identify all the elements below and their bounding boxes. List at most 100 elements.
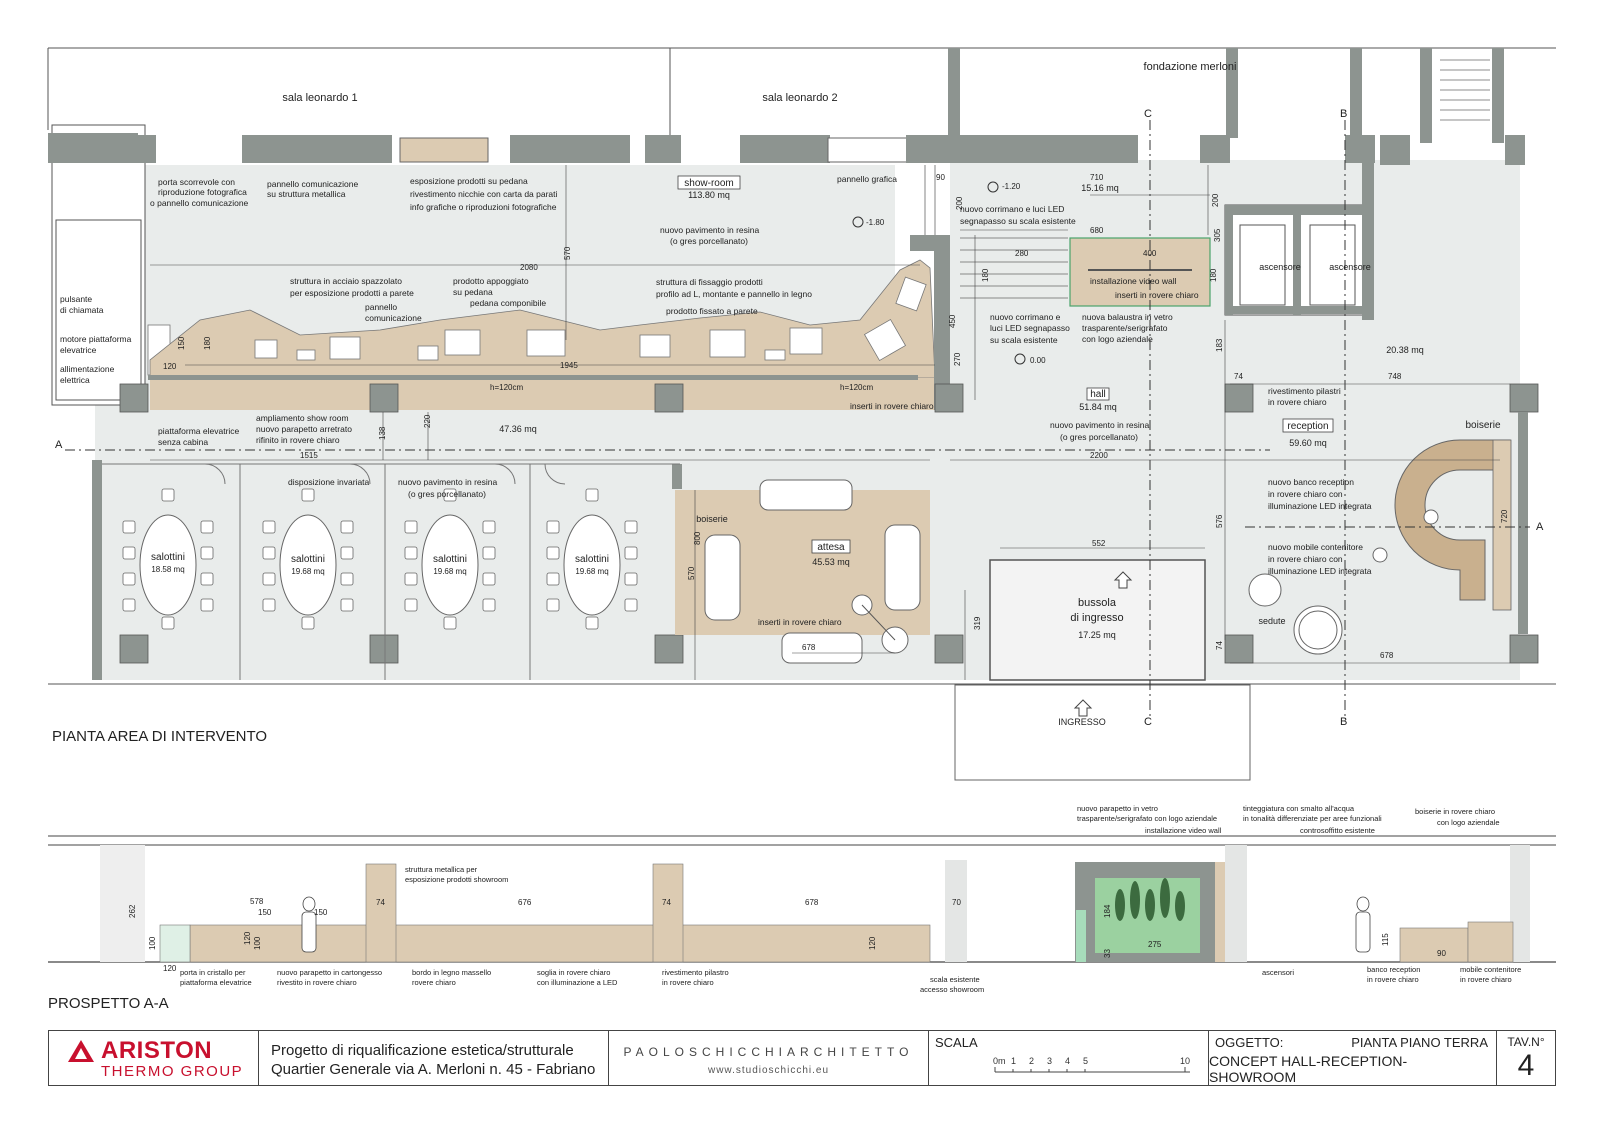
section-dim: 70 [952, 898, 961, 907]
company-logo: ARISTON THERMO GROUP [49, 1031, 259, 1085]
section-dim: 578 [250, 897, 264, 906]
section-note: accesso showroom [920, 985, 984, 994]
bussola-ingresso [989, 559, 1206, 681]
chair [585, 616, 599, 630]
drawing-subject: OGGETTO: PIANTA PIANO TERRA CONCEPT HALL… [1209, 1031, 1497, 1085]
section-dim: 90 [1437, 949, 1446, 958]
room-attesa-area: 45.53 mq [812, 557, 850, 567]
chair [200, 520, 214, 534]
note: luci LED segnapasso [990, 323, 1070, 333]
chair [122, 572, 136, 586]
dim: 200 [1211, 193, 1220, 207]
dim: 280 [1015, 249, 1029, 258]
section-note: soglia in rovere chiaro [537, 968, 610, 977]
room-reception: reception [1287, 421, 1328, 432]
chair [340, 520, 354, 534]
scale-tick: 0m [993, 1056, 1006, 1066]
dim: 74 [1215, 641, 1224, 650]
section-note: rivestimento pilastro [662, 968, 729, 977]
note: motore piattaforma [60, 334, 132, 344]
section-note: nuovo parapetto in vetro [1077, 804, 1158, 813]
section-mark-b-bottom: B [1340, 716, 1347, 728]
elevator-label-2: ascensore [1329, 262, 1371, 272]
room-bussola-area: 17.25 mq [1078, 630, 1116, 640]
note: in rovere chiaro [1268, 397, 1327, 407]
logo-subtext: THERMO GROUP [101, 1062, 244, 1080]
dim: 2080 [520, 263, 538, 272]
sheet-number-box: TAV.N° 4 [1497, 1031, 1555, 1085]
section-note: trasparente/serigrafato con logo azienda… [1077, 814, 1217, 823]
section-note: nuovo parapetto in cartongesso [277, 968, 382, 977]
salottino-2-label: salottini [291, 554, 325, 565]
meeting-table [139, 514, 197, 616]
note: illuminazione LED integrata [1268, 501, 1372, 511]
chair [262, 520, 276, 534]
salottino-2-area: 19.68 mq [291, 567, 324, 576]
section-note: in tonalità differenziate per aree funzi… [1243, 814, 1382, 823]
ariston-logo-icon [68, 1039, 94, 1062]
corridor-area: 47.36 mq [499, 424, 537, 434]
note: (o gres porcellanato) [408, 489, 486, 499]
scale-tick: 5 [1083, 1056, 1088, 1066]
pillar [934, 634, 964, 664]
section-mark-a-left: A [55, 439, 63, 451]
dim: 710 [1090, 173, 1104, 182]
note: nuova balaustra in vetro [1082, 312, 1173, 322]
room-fondazione-merloni: fondazione merloni [1144, 61, 1237, 73]
sedute-label: sedute [1258, 616, 1285, 626]
pillar [654, 634, 684, 664]
dim: 319 [973, 616, 982, 630]
note: in rovere chiaro con [1268, 554, 1343, 564]
section-pillar-wood [365, 863, 397, 963]
note: esposizione prodotti su pedana [410, 176, 528, 186]
salottino-1-area: 18.58 mq [151, 565, 184, 574]
scale-tick: 4 [1065, 1056, 1070, 1066]
section-note: mobile contenitore [1460, 965, 1521, 974]
chair [482, 572, 496, 586]
chair [624, 546, 638, 560]
chair [340, 546, 354, 560]
note: (o gres porcellanato) [670, 236, 748, 246]
sheet-number: 4 [1517, 1049, 1535, 1082]
dim: 0.00 [1030, 356, 1046, 365]
section-dim: 115 [1381, 933, 1390, 946]
section-mark-a-right: A [1536, 521, 1544, 533]
note: (o gres porcellanato) [1060, 432, 1138, 442]
note: rivestimento pilastri [1268, 386, 1341, 396]
section-note: rivestito in rovere chiaro [277, 978, 357, 987]
section-dim: 120 [868, 936, 877, 950]
chair [200, 598, 214, 612]
room-hall-area: 51.84 mq [1079, 402, 1117, 412]
section-note: con logo aziendale [1437, 818, 1500, 827]
section-dim: 120 [243, 931, 252, 945]
chair [262, 598, 276, 612]
chair [262, 546, 276, 560]
chair [122, 598, 136, 612]
note: per esposizione prodotti a parete [290, 288, 414, 298]
note: su struttura metallica [267, 189, 346, 199]
logo-text: ARISTON [101, 1036, 213, 1064]
chair [122, 546, 136, 560]
dim: 720 [1500, 509, 1509, 523]
chair [546, 520, 560, 534]
pillar [119, 634, 149, 664]
dim: 180 [1209, 268, 1218, 282]
section-note: in rovere chiaro [662, 978, 714, 987]
note: disposizione invariata [288, 477, 370, 487]
section-title: PROSPETTO A-A [48, 995, 169, 1012]
boiserie-attesa-label: boiserie [696, 514, 728, 524]
chair [200, 546, 214, 560]
room-hall: hall [1090, 389, 1106, 400]
dim: 305 [1213, 228, 1222, 242]
chair [404, 546, 418, 560]
note: porta scorrevole con [158, 177, 235, 187]
dim: 570 [563, 246, 572, 260]
salottino-1-label: salottini [151, 552, 185, 563]
dim: -1.20 [1002, 182, 1021, 191]
note: su pedana [453, 287, 493, 297]
note: in rovere chiaro con [1268, 489, 1343, 499]
section-dim: 120 [163, 964, 177, 973]
note: elettrica [60, 375, 90, 385]
dim: 183 [1215, 338, 1224, 352]
dim: 270 [953, 352, 962, 366]
